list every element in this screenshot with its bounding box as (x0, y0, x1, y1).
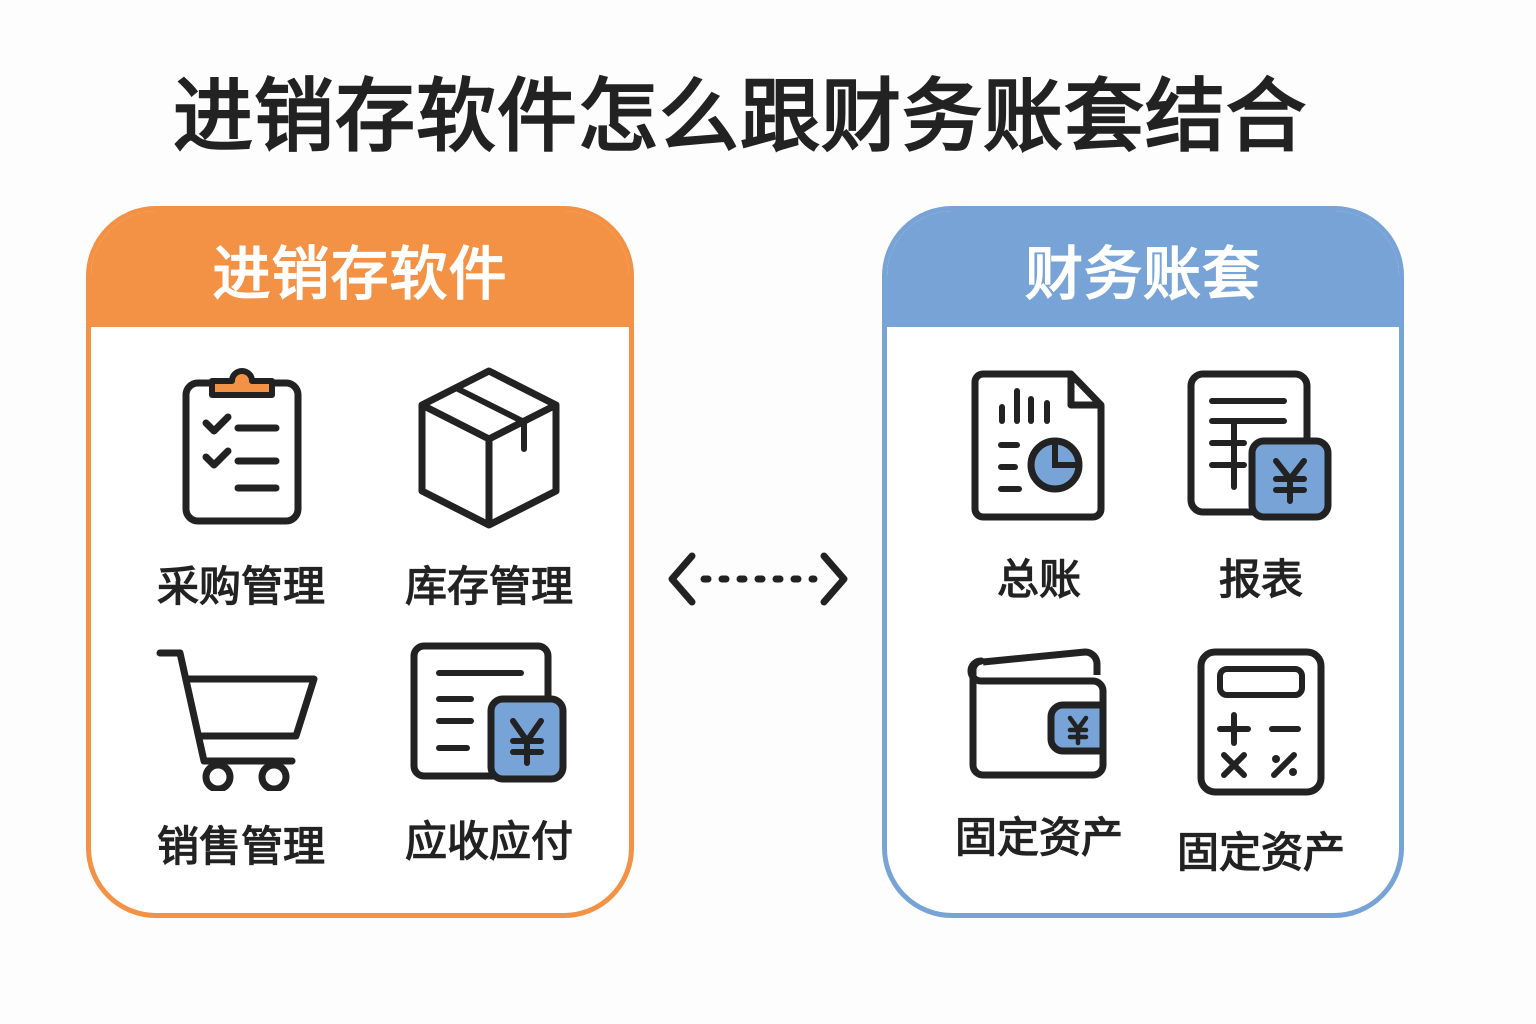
module-fixed-assets-calculator: 固定资产 (1141, 647, 1381, 880)
panel-header: 财务账套 (887, 211, 1399, 327)
inventory-software-panel: 进销存软件 采购管理 库存管理 销售管理 (86, 206, 634, 918)
module-label: 库存管理 (404, 562, 573, 611)
wallet-icon (967, 648, 1106, 779)
shopping-cart-icon (156, 649, 318, 791)
invoice-yen-icon (410, 642, 567, 783)
module-sales: 销售管理 (121, 641, 361, 874)
clipboard-checklist-icon (182, 368, 302, 525)
module-receivables-payables: 应收应付 (369, 641, 609, 869)
accounting-ledger-panel: 财务账套 总账 报表 (882, 206, 1404, 918)
panel-header: 进销存软件 (91, 211, 629, 327)
statement-yen-icon (1187, 370, 1332, 521)
module-label: 销售管理 (156, 822, 325, 871)
module-fixed-assets: 固定资产 (919, 647, 1159, 865)
module-reports: 报表 (1141, 369, 1381, 607)
module-inventory: 库存管理 (369, 361, 609, 614)
report-chart-icon (971, 370, 1105, 521)
box-icon (418, 367, 560, 529)
page-title: 进销存软件怎么跟财务账套结合 (173, 70, 1307, 163)
module-label: 应收应付 (404, 817, 573, 866)
module-label: 报表 (1218, 555, 1303, 604)
calculator-icon (1197, 648, 1325, 796)
bidirectional-dotted-arrow-icon (668, 552, 848, 606)
module-label: 固定资产 (1176, 828, 1345, 877)
module-label: 总账 (996, 555, 1081, 604)
module-general-ledger: 总账 (919, 369, 1159, 607)
module-purchase: 采购管理 (121, 361, 361, 614)
module-label: 采购管理 (156, 562, 325, 611)
module-label: 固定资产 (954, 813, 1123, 862)
